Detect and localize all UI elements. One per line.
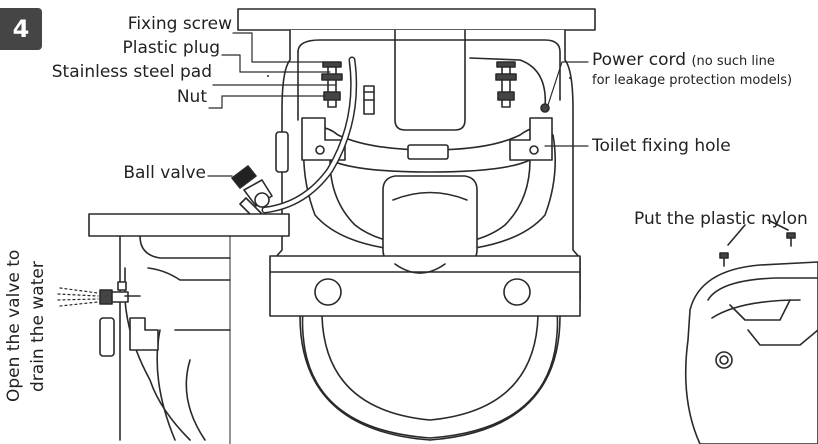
label-put-plastic-nylon: Put the plastic nylon — [634, 209, 808, 229]
mounting-plate — [237, 8, 596, 31]
label-open-valve-line1: Open the valve to — [4, 249, 24, 402]
label-plastic-plug: Plastic plug — [122, 38, 220, 58]
label-nut: Nut — [176, 87, 207, 107]
toilet-3d-inset — [684, 219, 818, 444]
label-stainless-steel-pad: Stainless steel pad — [51, 62, 212, 82]
toilet-main-view — [231, 8, 596, 441]
nylon-screws — [719, 219, 796, 267]
label-open-valve-line2: drain the water — [28, 261, 48, 392]
label-power-cord: Power cord (no such line — [592, 50, 775, 70]
label-ball-valve: Ball valve — [123, 163, 206, 183]
ball-valve — [231, 165, 273, 221]
fixing-bolt-right — [495, 61, 517, 108]
power-cord-text: Power cord — [592, 50, 687, 70]
power-cord-note-line1: (no such line — [691, 54, 775, 69]
power-cord-note-line2: for leakage protection models) — [592, 73, 793, 88]
fixing-bolt-left — [321, 61, 343, 108]
label-fixing-screw: Fixing screw — [127, 14, 232, 34]
leader-lines — [207, 32, 589, 177]
label-toilet-fixing-hole: Toilet fixing hole — [592, 136, 731, 156]
step-number-badge: 4 — [0, 8, 42, 50]
side-view-inset — [57, 213, 290, 444]
